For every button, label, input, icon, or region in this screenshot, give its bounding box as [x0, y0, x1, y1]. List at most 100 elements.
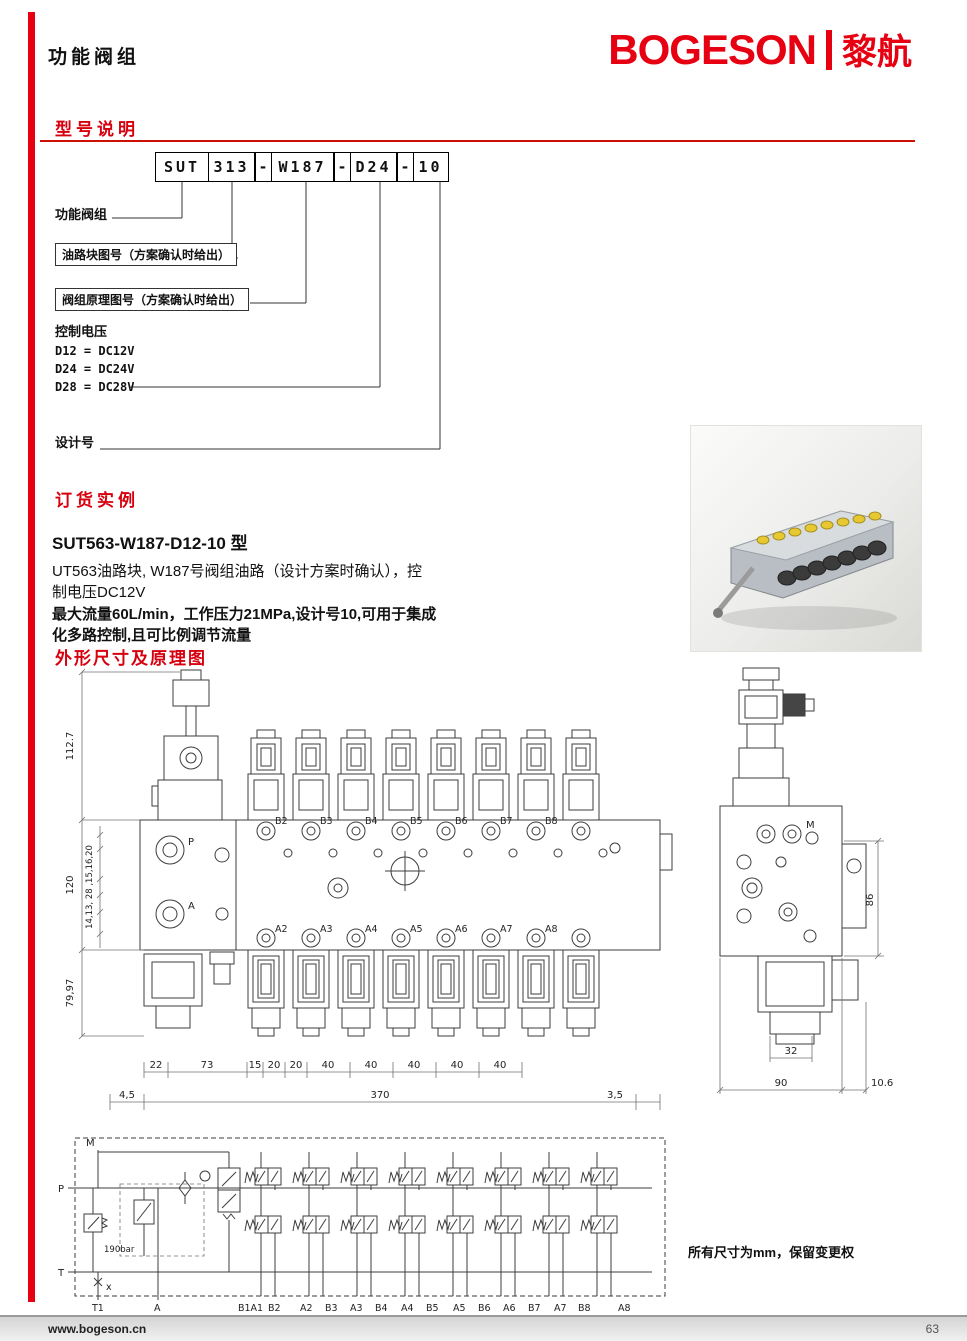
- logo-separator: [825, 29, 832, 70]
- schematic-port: B6: [478, 1303, 491, 1314]
- schematic-geometry: [68, 1137, 666, 1300]
- schematic-port: B1A1: [238, 1303, 263, 1314]
- page-footer: www.bogeson.cn 63: [0, 1315, 967, 1341]
- callout-voltage-label: 控制电压: [55, 321, 108, 340]
- port-label-b: B6: [455, 816, 468, 827]
- dim-32: 32: [785, 1046, 798, 1057]
- logo-text-cn: 黎航: [841, 33, 912, 72]
- valve-bank-illustration: [713, 510, 897, 630]
- dim-bottom: 73: [201, 1060, 214, 1071]
- drawing-labels: B2 B3 B4 B5 B6 B7 B8 A2 A3 A4 A5 A6 A7 A…: [65, 732, 893, 1101]
- model-code-row: SUT 313 - W187 - D24 - 10: [155, 152, 449, 182]
- voltage-option: D24 = DC24V: [55, 362, 135, 376]
- schematic-port: B4: [375, 1303, 388, 1314]
- order-desc-line: 化多路控制,且可比例调节流量: [52, 627, 252, 644]
- product-photo: [690, 425, 922, 652]
- port-label-a: A5: [410, 924, 423, 935]
- dim-bottom: 40: [494, 1060, 507, 1071]
- page-title: 功能阀组: [48, 47, 141, 68]
- port-label-a: A8: [545, 924, 558, 935]
- schematic-label-x: x: [106, 1282, 112, 1293]
- section-heading-model: 型号说明: [55, 120, 139, 139]
- order-model-name: SUT563-W187-D12-10 型: [52, 534, 248, 553]
- order-desc-line: UT563油路块, W187号阀组油路（设计方案时确认），控: [52, 563, 423, 580]
- code-segment-circuit: W187: [270, 152, 335, 182]
- port-label-a: A4: [365, 924, 378, 935]
- schematic-port: A6: [503, 1303, 516, 1314]
- port-label-b: B8: [545, 816, 558, 827]
- left-accent-bar: [28, 12, 35, 1302]
- port-label-a-inlet: A: [188, 901, 195, 912]
- dim-bottom: 20: [290, 1060, 303, 1071]
- voltage-option: D12 = DC12V: [55, 344, 135, 358]
- dim-45: 4,5: [119, 1090, 135, 1101]
- port-label-m: M: [806, 820, 815, 831]
- code-segment-series: SUT: [155, 152, 209, 182]
- code-segment-voltage: D24: [349, 152, 398, 182]
- code-dash: -: [396, 152, 414, 182]
- dim-106: 10.6: [871, 1078, 893, 1089]
- port-label-a: A7: [500, 924, 513, 935]
- callout-function-label: 功能阀组: [55, 204, 108, 223]
- code-segment-block: 313: [207, 152, 256, 182]
- schematic-port: T1: [91, 1303, 104, 1314]
- dim-bottom: 22: [150, 1060, 163, 1071]
- schematic-port: A7: [554, 1303, 567, 1314]
- dim-90: 90: [775, 1078, 788, 1089]
- dim-bottom: 20: [268, 1060, 281, 1071]
- logo-text-en: BOGESON: [608, 25, 817, 73]
- code-dash: -: [254, 152, 272, 182]
- code-dash: -: [333, 152, 351, 182]
- schematic-label-p: P: [58, 1184, 64, 1195]
- dim-35: 3,5: [607, 1090, 623, 1101]
- dim-120: 120: [65, 875, 76, 894]
- dimensions-note: 所有尺寸为mm，保留变更权: [688, 1245, 855, 1260]
- section-heading-order: 订货实例: [55, 491, 139, 510]
- port-label-p: P: [188, 837, 194, 848]
- port-label-b: B4: [365, 816, 378, 827]
- schematic-label-t: T: [57, 1268, 65, 1279]
- schematic-port: A5: [453, 1303, 466, 1314]
- heading-rule: [40, 140, 915, 142]
- order-desc-line: 制电压DC12V: [52, 584, 146, 601]
- port-label-a: A2: [275, 924, 288, 935]
- schematic-port: B3: [325, 1303, 338, 1314]
- callout-schematic-label: 阀组原理图号（方案确认时给出）: [55, 288, 250, 311]
- schematic-port: A2: [300, 1303, 313, 1314]
- dim-bottom: 40: [408, 1060, 421, 1071]
- schematic-port: B5: [426, 1303, 439, 1314]
- schematic-port: A3: [350, 1303, 363, 1314]
- page-number: 63: [925, 1322, 939, 1336]
- schematic-port: A: [154, 1303, 161, 1314]
- dim-370: 370: [370, 1090, 389, 1101]
- dim-79: 79,97: [65, 979, 76, 1008]
- dimension-drawing: B2 B3 B4 B5 B6 B7 B8 A2 A3 A4 A5 A6 A7 A…: [65, 667, 893, 1110]
- schematic-label-m: M: [86, 1138, 95, 1149]
- dim-stack: 14,13, 28 ,15,16,20: [85, 845, 95, 929]
- port-label-b: B5: [410, 816, 423, 827]
- port-label-b: B3: [320, 816, 333, 827]
- schematic-port: A8: [618, 1303, 631, 1314]
- callout-block-label: 油路块图号（方案确认时给出）: [55, 243, 238, 266]
- port-label-b: B2: [275, 816, 288, 827]
- dim-bottom: 15: [249, 1060, 262, 1071]
- port-label-a: A6: [455, 924, 468, 935]
- dim-bottom: 40: [451, 1060, 464, 1071]
- schematic-port: B7: [528, 1303, 541, 1314]
- schematic-port: B8: [578, 1303, 591, 1314]
- dim-bottom: 40: [365, 1060, 378, 1071]
- code-segment-design: 10: [412, 152, 449, 182]
- footer-url: www.bogeson.cn: [48, 1322, 147, 1336]
- hydraulic-schematic: M P T x 190bar T1 A B1A1 B2 A2 B3 A3 B4 …: [57, 1137, 666, 1314]
- schematic-port: A4: [401, 1303, 414, 1314]
- side-view-geometry: [716, 667, 884, 1094]
- dim-86: 86: [865, 894, 876, 907]
- schematic-labels: M P T x 190bar T1 A B1A1 B2 A2 B3 A3 B4 …: [57, 1138, 631, 1314]
- order-desc-line: 最大流量60L/min，工作压力21MPa,设计号10,可用于集成: [52, 606, 437, 623]
- voltage-option: D28 = DC28V: [55, 380, 135, 394]
- front-view-geometry: [78, 667, 884, 1110]
- port-label-a: A3: [320, 924, 333, 935]
- dim-bottom: 40: [322, 1060, 335, 1071]
- dim-112: 112.7: [65, 732, 76, 761]
